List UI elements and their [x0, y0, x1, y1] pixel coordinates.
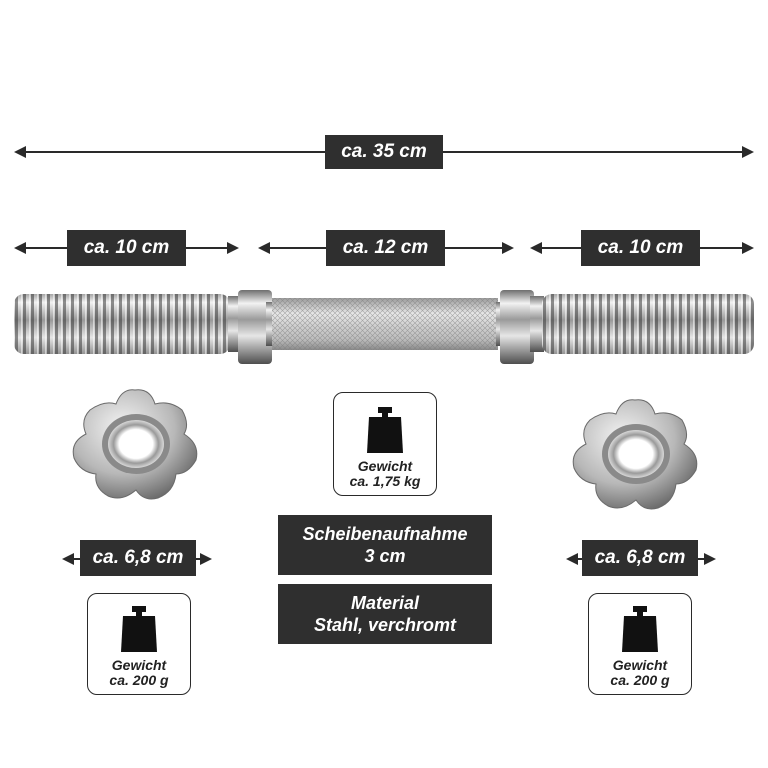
- bar-weight-box: Gewicht ca. 1,75 kg: [333, 392, 437, 496]
- spinlock-collar-image: [572, 399, 698, 510]
- arrow-right-icon: [227, 242, 239, 254]
- weight-label: Gewicht: [357, 458, 413, 474]
- arrow-left-icon: [258, 242, 270, 254]
- grip-label: ca. 12 cm: [326, 230, 445, 266]
- arrow-right-icon: [200, 553, 212, 565]
- weight-label: Gewicht: [111, 657, 167, 673]
- weight-value: ca. 200 g: [610, 672, 670, 688]
- arrow-left-icon: [566, 553, 578, 565]
- plate-hole-spec: Scheibenaufnahme 3 cm: [278, 515, 492, 575]
- plate-hole-value: 3 cm: [364, 546, 406, 566]
- arrow-left-icon: [14, 242, 26, 254]
- arrow-left-icon: [62, 553, 74, 565]
- material-spec: Material Stahl, verchromt: [278, 584, 492, 644]
- arrow-right-icon: [704, 553, 716, 565]
- right-collar-label: ca. 6,8 cm: [582, 540, 698, 576]
- weight-icon: [121, 606, 157, 652]
- spinlock-collar-image: [72, 389, 198, 500]
- left-thread-label: ca. 10 cm: [67, 230, 186, 266]
- left-collar-label: ca. 6,8 cm: [80, 540, 196, 576]
- arrow-left-icon: [530, 242, 542, 254]
- material-title: Material: [350, 593, 420, 613]
- dumbbell-bar-image: [14, 290, 754, 364]
- material-value: Stahl, verchromt: [313, 615, 457, 635]
- weight-value: ca. 200 g: [109, 672, 169, 688]
- weight-icon: [622, 606, 658, 652]
- weight-value: ca. 1,75 kg: [349, 473, 421, 489]
- total-length-label: ca. 35 cm: [325, 135, 443, 169]
- right-collar-weight-box: Gewicht ca. 200 g: [588, 593, 692, 695]
- arrow-right-icon: [502, 242, 514, 254]
- weight-icon: [367, 407, 403, 453]
- right-thread-label: ca. 10 cm: [581, 230, 700, 266]
- arrow-right-icon: [742, 146, 754, 158]
- arrow-left-icon: [14, 146, 26, 158]
- plate-hole-title: Scheibenaufnahme: [302, 524, 468, 544]
- left-collar-weight-box: Gewicht ca. 200 g: [87, 593, 191, 695]
- arrow-right-icon: [742, 242, 754, 254]
- weight-label: Gewicht: [612, 657, 668, 673]
